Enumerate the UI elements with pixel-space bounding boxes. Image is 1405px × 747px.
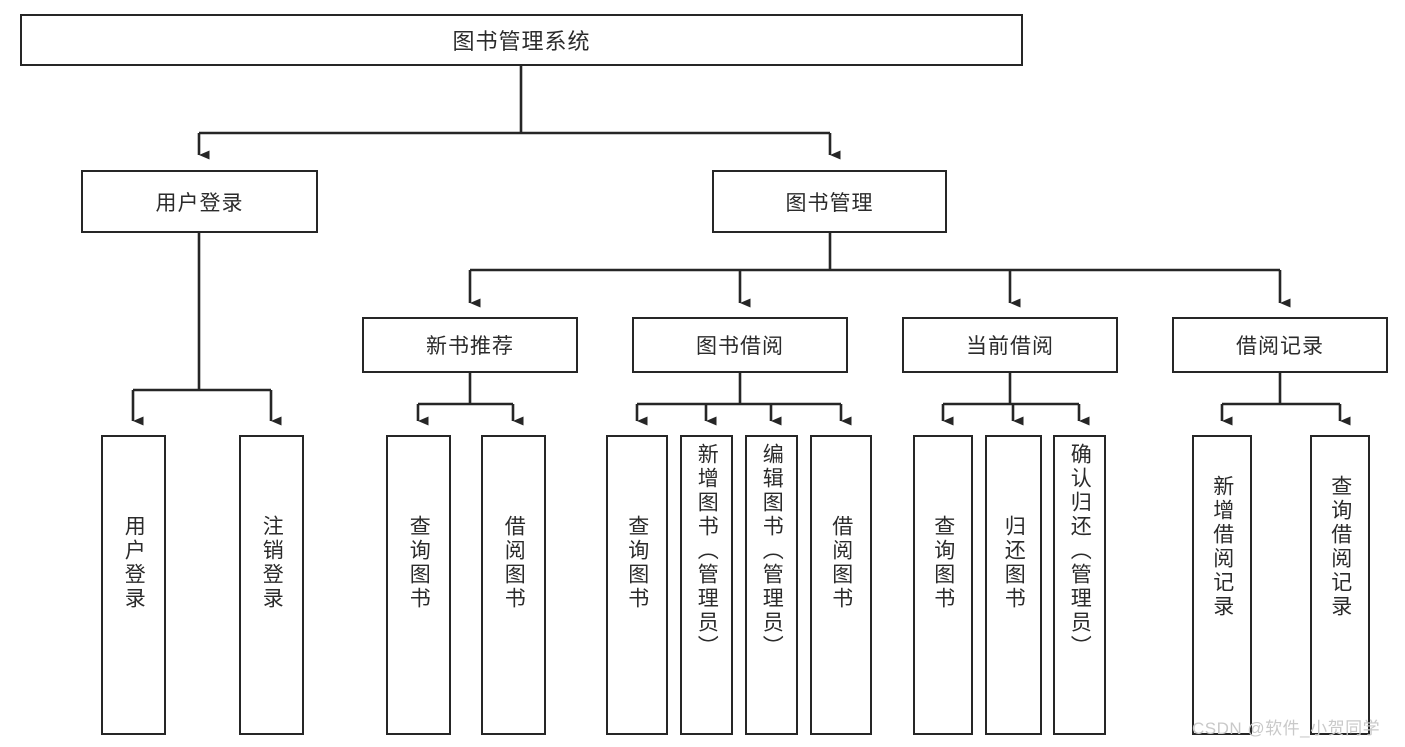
leaf-query-book-current[interactable]: 查询图书 [913,435,973,735]
leaf-label: 查询图书 [407,515,431,611]
node-label: 图书管理系统 [452,29,591,54]
leaf-label: 新增借阅记录 [1210,475,1234,619]
node-borrow-record[interactable]: 借阅记录 [1172,317,1388,373]
leaf-label: 注销登录 [260,515,284,611]
leaf-label: 用户登录 [122,515,146,611]
node-root-book-management-system[interactable]: 图书管理系统 [20,14,1023,66]
leaf-confirm-return-admin[interactable]: 确认归还（管理员） [1053,435,1106,735]
node-label: 当前借阅 [966,335,1054,358]
leaf-label: 查询图书 [931,515,955,611]
leaf-user-login[interactable]: 用户登录 [101,435,166,735]
leaf-add-borrow-record[interactable]: 新增借阅记录 [1192,435,1252,735]
node-label: 新书推荐 [426,335,514,358]
leaf-query-book-borrow[interactable]: 查询图书 [606,435,668,735]
node-user-login[interactable]: 用户登录 [81,170,318,233]
leaf-label: 查询图书 [625,515,649,611]
node-current-borrow[interactable]: 当前借阅 [902,317,1118,373]
leaf-borrow-book-new-recommend[interactable]: 借阅图书 [481,435,546,735]
node-label: 用户登录 [155,191,244,215]
leaf-borrow-book[interactable]: 借阅图书 [810,435,872,735]
node-book-borrow[interactable]: 图书借阅 [632,317,848,373]
node-book-management[interactable]: 图书管理 [712,170,947,233]
leaf-add-book-admin[interactable]: 新增图书（管理员） [680,435,733,735]
node-new-book-recommend[interactable]: 新书推荐 [362,317,578,373]
csdn-watermark: CSDN @软件_小贺同学 [1192,719,1381,738]
leaf-query-borrow-record[interactable]: 查询借阅记录 [1310,435,1370,735]
node-label: 图书借阅 [696,335,784,358]
leaf-label: 查询借阅记录 [1328,475,1352,619]
node-label: 图书管理 [785,191,874,215]
leaf-label: 借阅图书 [502,515,526,611]
leaf-label: 借阅图书 [829,515,853,611]
leaf-query-book-new-recommend[interactable]: 查询图书 [386,435,451,735]
leaf-label: 新增图书（管理员） [695,443,719,659]
leaf-label: 编辑图书（管理员） [760,443,784,659]
leaf-edit-book-admin[interactable]: 编辑图书（管理员） [745,435,798,735]
leaf-label: 归还图书 [1002,515,1026,611]
node-label: 借阅记录 [1236,335,1324,358]
leaf-logout-login[interactable]: 注销登录 [239,435,304,735]
leaf-return-book[interactable]: 归还图书 [985,435,1042,735]
leaf-label: 确认归还（管理员） [1068,443,1092,659]
